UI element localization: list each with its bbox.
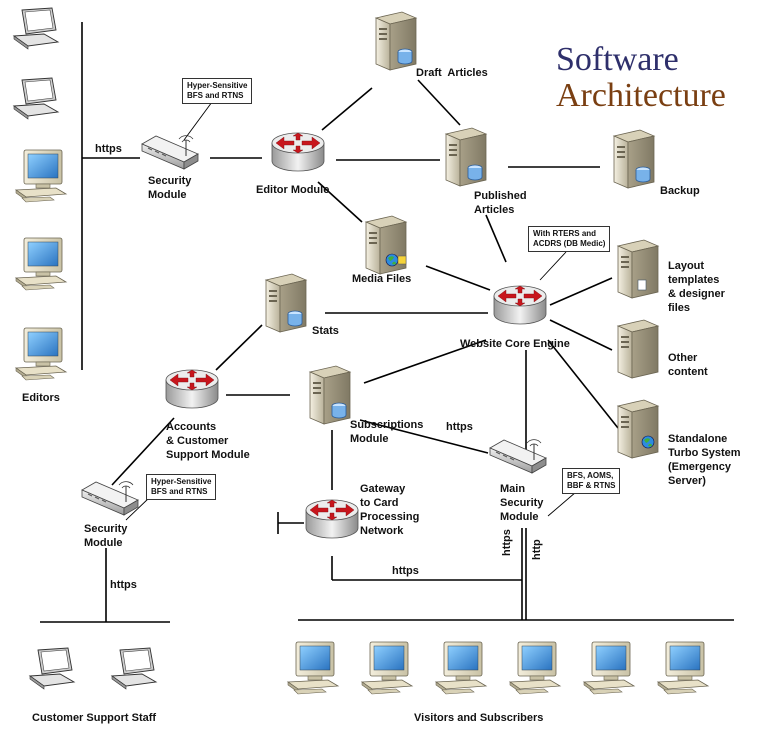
document-icon [637,279,647,291]
globe-icon [641,435,655,449]
website-core-router-icon [493,285,547,325]
accounts-router-icon [165,369,219,409]
label-draft-articles: Draft Articles [416,67,488,79]
label-customer-support-staff: Customer Support Staff [32,712,157,724]
database-icon [397,48,413,65]
label-visitors-subscribers: Visitors and Subscribers [414,712,544,724]
main-security-switch-icon [489,439,547,474]
title-software: Software [556,41,679,78]
callout-main-security: BFS, AOMS,BBF & RTNS [562,468,621,494]
connection-label-https-editors: https [95,143,122,155]
title-architecture: Architecture [556,77,726,114]
label-stats: Stats [312,325,339,337]
visitor-desktop-icon [287,641,339,695]
editor-desktop-icon [15,237,67,291]
label-editor-module: Editor Module [256,184,330,196]
connection-label-http-visitors: http [531,539,543,560]
database-icon [287,310,303,327]
visitor-desktop-icon [361,641,413,695]
connection-label-https-customer: https [110,579,137,591]
visitor-desktop-icon [509,641,561,695]
connection-lines [40,22,734,623]
media-files-server-icon [365,215,407,275]
visitor-desktop-icon [657,641,709,695]
security-module-bottom-switch-icon [81,481,139,516]
connection-label-https-subscriptions: https [446,421,473,433]
label-backup: Backup [660,185,700,197]
database-icon [331,402,347,419]
customer-laptop-icon [111,647,157,690]
media-folder-icon [397,255,407,265]
connection-label-https-gateway: https [392,565,419,577]
label-editors: Editors [22,392,60,404]
editor-desktop-icon [15,327,67,381]
editor-laptop-icon [13,77,59,120]
editor-module-router-icon [271,132,325,172]
database-icon [635,166,651,183]
editor-desktop-icon [15,149,67,203]
editor-laptop-icon [13,7,59,50]
visitor-desktop-icon [583,641,635,695]
label-website-core-engine: Website Core Engine [460,338,570,350]
gateway-router-icon [305,499,359,539]
other-content-server-icon [617,319,659,379]
customer-laptop-icon [29,647,75,690]
connection-label-https-visitors: https [501,529,513,556]
security-module-top-switch-icon [141,135,199,170]
database-icon [467,164,483,181]
visitor-desktop-icon [435,641,487,695]
standalone-server-icon [617,399,659,459]
label-media-files: Media Files [352,273,412,285]
globe-icon [385,253,399,267]
